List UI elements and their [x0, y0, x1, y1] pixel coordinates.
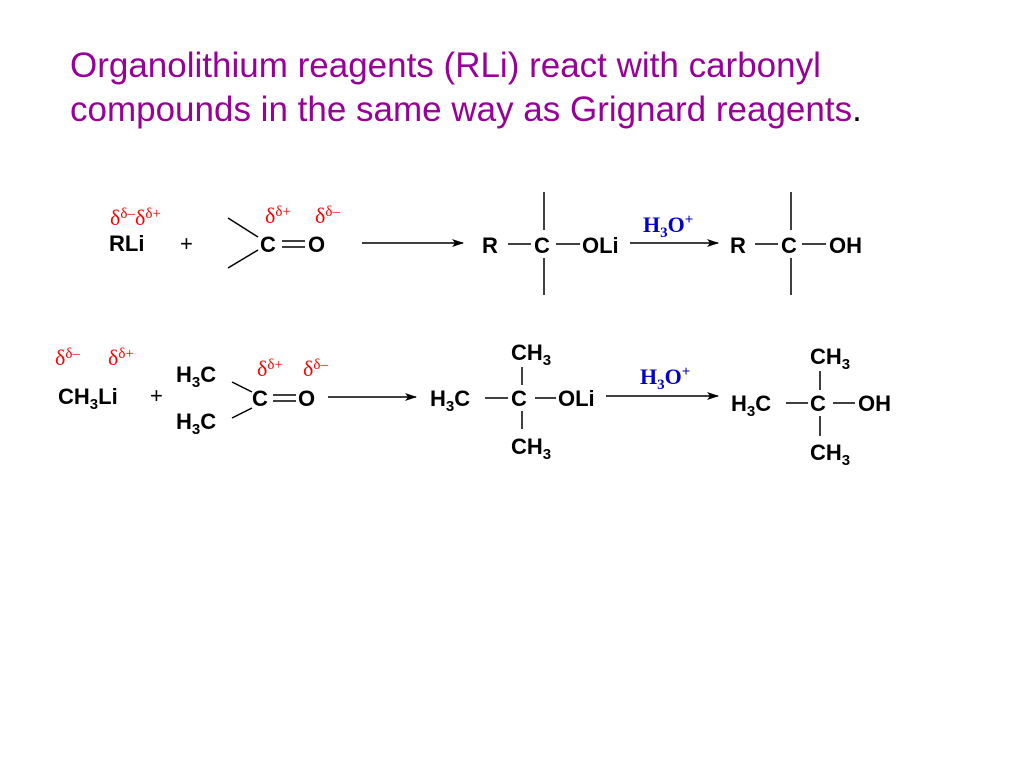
r2-alkoxide-oli: OLi [558, 386, 595, 411]
r1-carbonyl-partial-negative: δδ– [315, 203, 340, 228]
r2-carbonyl-carbon: C [252, 386, 268, 411]
r1-reagent-rli: RLi [109, 231, 145, 256]
r1-carbonyl-carbon: C [260, 232, 276, 257]
r1-reagent-partial-negative: δδ– [110, 205, 135, 230]
title-period: . [852, 90, 862, 129]
r2-carbonyl-oxygen: O [298, 386, 316, 411]
r1-reagent-partial-positive: δδ+ [135, 205, 161, 230]
r1-workup-reagent: H3O+ [643, 212, 694, 241]
r1-alkoxide-carbon: C [534, 233, 550, 258]
r2-alcohol-methyl-left: H3C [731, 391, 772, 420]
r2-carbonyl-partial-negative: δδ– [303, 356, 328, 381]
r2-reagent-ch3li: CH3Li [58, 384, 118, 413]
r1-plus-sign: + [180, 231, 193, 256]
r1-carbonyl-bond-upper [227, 217, 259, 238]
r2-carbonyl-methyl-lower: H3C [176, 409, 217, 438]
r2-plus-sign: + [150, 383, 163, 408]
r2-alcohol-oh: OH [858, 391, 891, 416]
r1-carbonyl-bond-lower [227, 249, 259, 269]
r2-alkoxide-methyl-top: CH3 [511, 340, 552, 369]
r2-reagent-partial-positive: δδ+ [108, 345, 134, 370]
r1-alcohol-oh: OH [829, 233, 862, 258]
r1-alkoxide-oli: OLi [582, 233, 619, 258]
r1-alcohol-carbon: C [781, 233, 797, 258]
title-text: Organolithium reagents (RLi) react with … [70, 46, 853, 129]
r1-alkoxide-r-group: R [482, 233, 498, 258]
r2-alcohol-methyl-top: CH3 [810, 344, 851, 373]
r1-carbonyl-oxygen: O [308, 232, 326, 257]
r2-carbonyl-bond-lower [231, 407, 253, 419]
r2-alkoxide-carbon: C [511, 386, 527, 411]
r2-alkoxide-methyl-left: H3C [430, 386, 471, 415]
r2-alcohol-carbon: C [810, 391, 826, 416]
r1-alcohol-r-group: R [730, 233, 746, 258]
r2-alcohol-methyl-bottom: CH3 [810, 440, 851, 469]
r2-carbonyl-bond-upper [231, 381, 253, 393]
r2-alkoxide-methyl-bottom: CH3 [511, 434, 552, 463]
r2-carbonyl-partial-positive: δδ+ [257, 356, 283, 381]
r2-reagent-partial-negative: δδ– [55, 345, 80, 370]
r2-workup-reagent: H3O+ [640, 364, 691, 393]
slide-title: Organolithium reagents (RLi) react with … [70, 44, 1000, 132]
r2-carbonyl-methyl-upper: H3C [176, 362, 217, 391]
r1-carbonyl-partial-positive: δδ+ [265, 203, 291, 228]
